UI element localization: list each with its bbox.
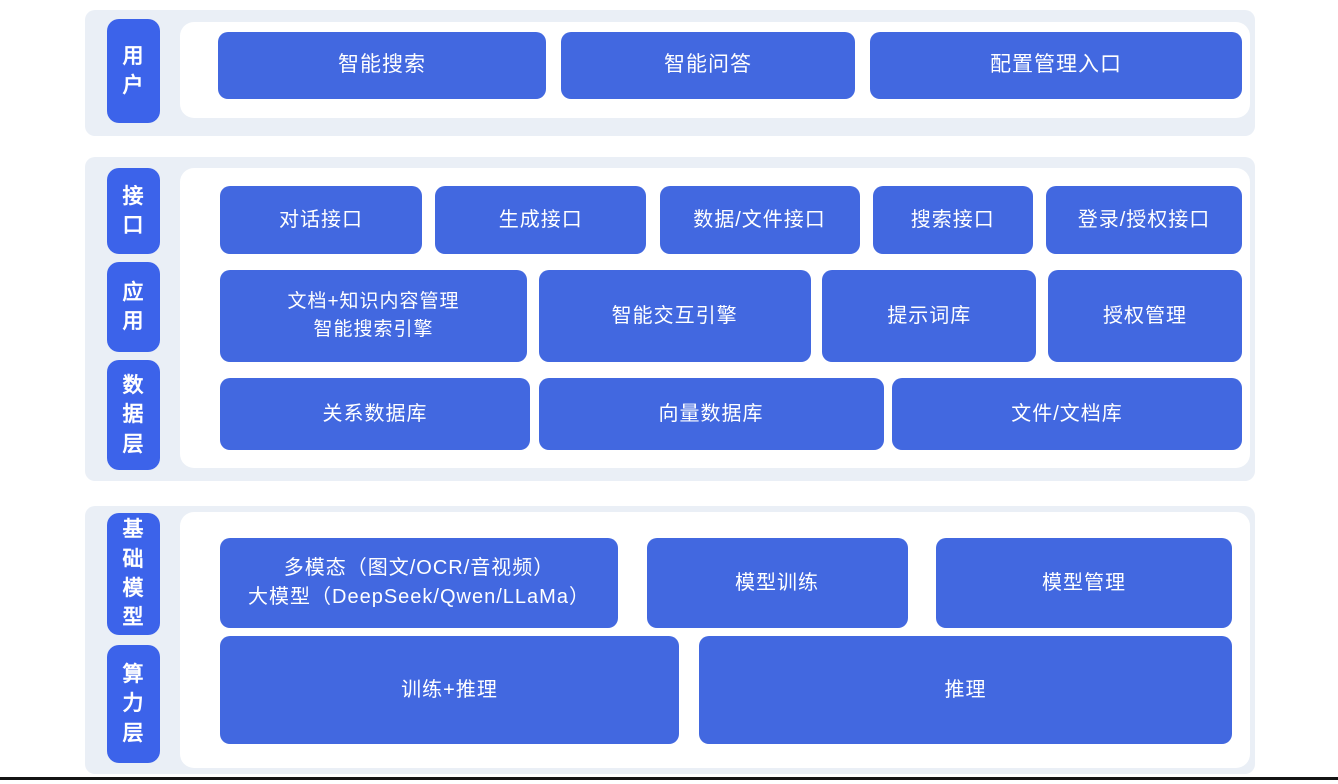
layer-label-interface: 接口 <box>107 168 160 254</box>
compute-row: 训练+推理 推理 <box>180 636 1250 744</box>
section-interface-app-data-layers: 接口 应用 数据层 对话接口 生成接口 数据/文件接口 搜索接口 登录/授权接口… <box>85 157 1255 481</box>
section-user-layer: 用户 智能搜索 智能问答 配置管理入口 <box>85 10 1255 136</box>
block-training-inference: 训练+推理 <box>220 636 679 744</box>
block-login-auth-api: 登录/授权接口 <box>1046 186 1242 254</box>
application-row: 文档+知识内容管理 智能搜索引擎 智能交互引擎 提示词库 授权管理 <box>180 270 1250 362</box>
block-auth-management: 授权管理 <box>1047 270 1242 362</box>
block-vector-db: 向量数据库 <box>538 378 884 450</box>
section-foundation-compute-layers: 基础模型 算力层 多模态（图文/OCR/音视频） 大模型（DeepSeek/Qw… <box>85 506 1255 774</box>
block-relational-db: 关系数据库 <box>220 378 530 450</box>
layer-label-compute: 算力层 <box>107 645 160 763</box>
layer-label-user: 用户 <box>107 19 160 123</box>
foundation-model-row: 多模态（图文/OCR/音视频） 大模型（DeepSeek/Qwen/LLaMa）… <box>180 538 1250 628</box>
block-search-api: 搜索接口 <box>872 186 1033 254</box>
block-smart-search: 智能搜索 <box>218 32 546 99</box>
data-layer-row: 关系数据库 向量数据库 文件/文档库 <box>180 378 1250 450</box>
base-layer-panel: 多模态（图文/OCR/音视频） 大模型（DeepSeek/Qwen/LLaMa）… <box>180 512 1250 768</box>
block-smart-qa: 智能问答 <box>561 32 855 99</box>
layer-label-foundation-model: 基础模型 <box>107 513 160 635</box>
block-model-management: 模型管理 <box>936 538 1232 628</box>
block-generation-api: 生成接口 <box>435 186 647 254</box>
block-doc-knowledge-search-engine: 文档+知识内容管理 智能搜索引擎 <box>220 270 527 362</box>
layer-label-application: 应用 <box>107 262 160 352</box>
block-file-doc-store: 文件/文档库 <box>892 378 1242 450</box>
mid-layer-panel: 对话接口 生成接口 数据/文件接口 搜索接口 登录/授权接口 文档+知识内容管理… <box>180 168 1250 468</box>
bottom-border-line <box>0 777 1338 780</box>
interface-row: 对话接口 生成接口 数据/文件接口 搜索接口 登录/授权接口 <box>180 186 1250 254</box>
block-dialog-api: 对话接口 <box>220 186 422 254</box>
block-interaction-engine: 智能交互引擎 <box>538 270 811 362</box>
layer-label-data: 数据层 <box>107 360 160 470</box>
block-model-training: 模型训练 <box>646 538 908 628</box>
user-layer-row: 智能搜索 智能问答 配置管理入口 <box>180 32 1250 99</box>
block-multimodal-llm: 多模态（图文/OCR/音视频） 大模型（DeepSeek/Qwen/LLaMa） <box>220 538 618 628</box>
user-layer-panel: 智能搜索 智能问答 配置管理入口 <box>180 22 1250 118</box>
block-config-management-entry: 配置管理入口 <box>870 32 1242 99</box>
block-data-file-api: 数据/文件接口 <box>659 186 860 254</box>
block-inference: 推理 <box>699 636 1232 744</box>
block-prompt-library: 提示词库 <box>822 270 1037 362</box>
